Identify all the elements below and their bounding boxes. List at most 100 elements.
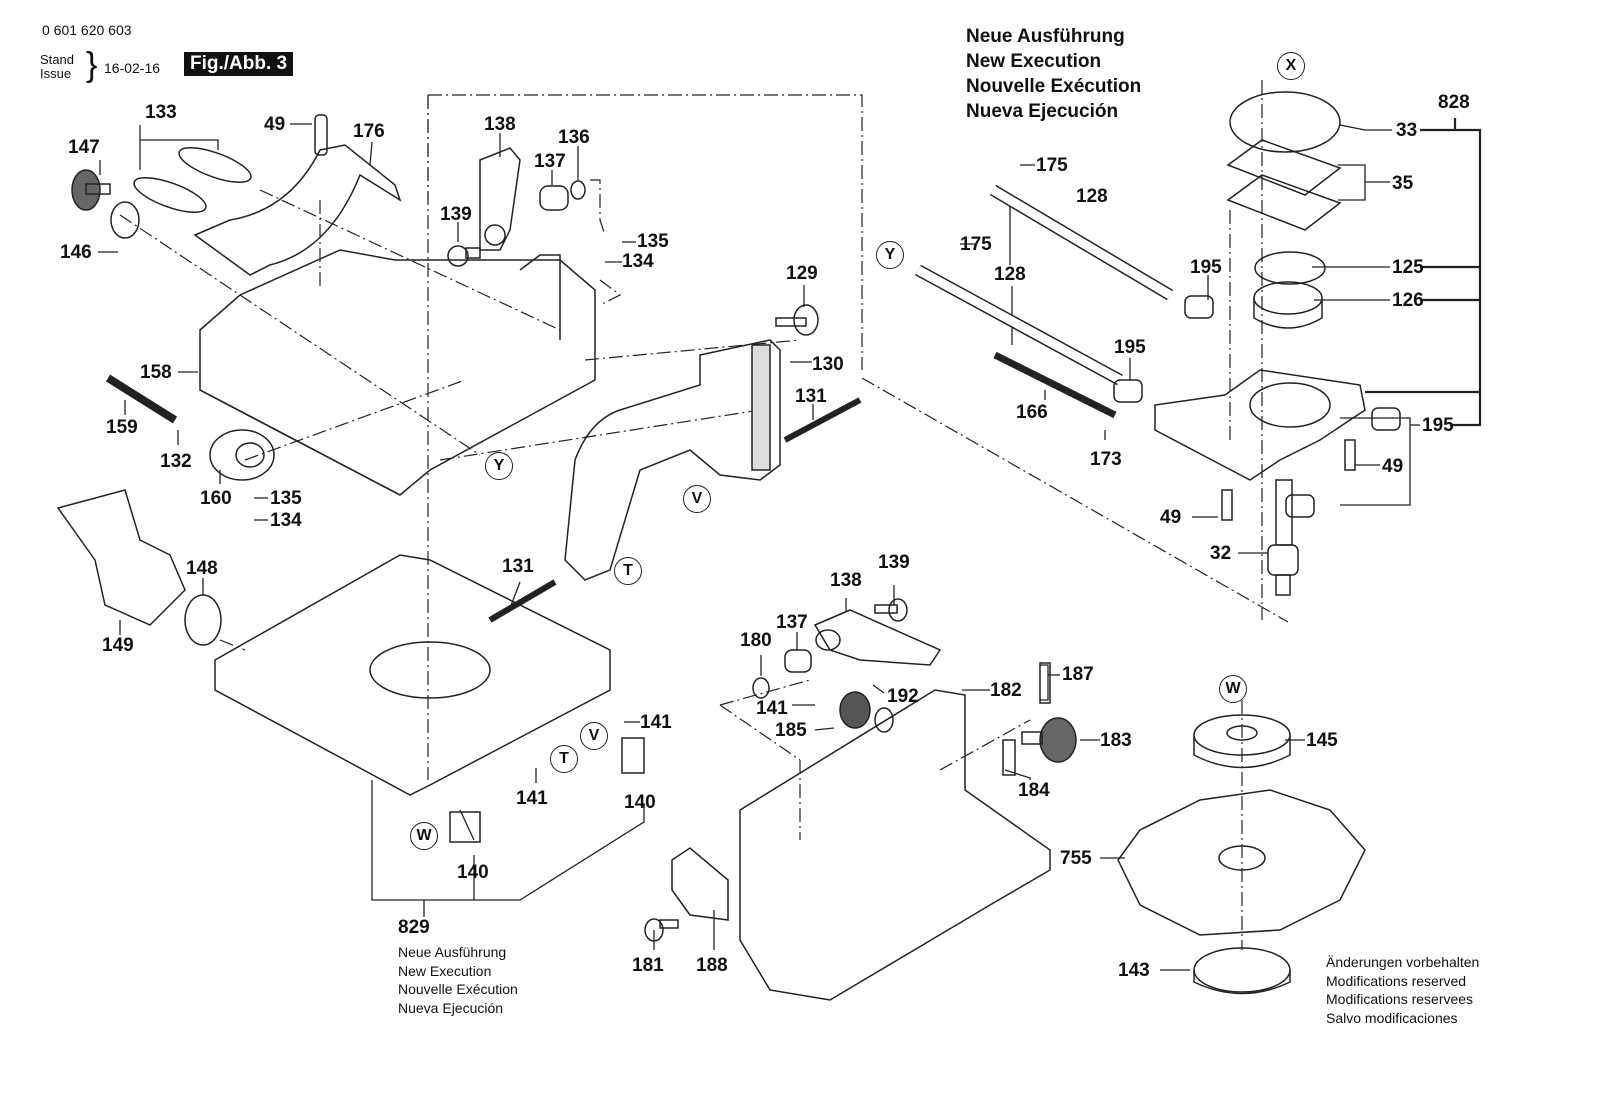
- note-line: Änderungen vorbehalten: [1326, 954, 1480, 970]
- screw-139b-icon: [874, 598, 908, 622]
- marker-t: T: [550, 745, 578, 773]
- screw-49-icon: [1221, 439, 1356, 521]
- part-label: 192: [887, 686, 919, 707]
- screw-139-icon: [447, 245, 481, 267]
- part-label: 128: [1076, 186, 1108, 207]
- part-label: 187: [1062, 664, 1094, 685]
- part-label: 132: [160, 451, 192, 472]
- new-execution-note-bottom: Neue Ausführung New Execution Nouvelle E…: [398, 943, 518, 1017]
- bolt-166-icon: [993, 351, 1117, 419]
- part-label: 134: [622, 251, 654, 272]
- part-label: 49: [1160, 507, 1182, 528]
- part-label: 148: [186, 558, 218, 579]
- part-label: 147: [68, 137, 100, 158]
- part-label: 49: [264, 114, 286, 135]
- part-label: 173: [1090, 449, 1122, 470]
- lever-138b-icon: [813, 609, 942, 666]
- sleeve-137b-icon: [784, 649, 812, 673]
- note-line: Neue Ausführung: [966, 26, 1125, 47]
- gear-housing-icon: [1154, 369, 1366, 481]
- depth-stop-130-icon: [564, 339, 781, 581]
- part-label: 180: [740, 630, 772, 651]
- marker-w: W: [410, 822, 438, 850]
- issue-date: 16-02-16: [104, 60, 161, 76]
- part-label: 137: [776, 612, 808, 633]
- scale-184-icon: [1002, 739, 1016, 776]
- part-label: 33: [1396, 120, 1418, 141]
- note-line: New Execution: [966, 51, 1102, 72]
- part-label: 139: [440, 204, 472, 225]
- knob-icon: [71, 169, 111, 211]
- part-label: 140: [457, 862, 489, 883]
- part-label: 138: [830, 570, 862, 591]
- part-label: 140: [624, 792, 656, 813]
- part-number: 0 601 620 603: [42, 22, 132, 38]
- part-label: 141: [756, 698, 788, 719]
- o-ring-148-icon: [184, 594, 222, 646]
- marker-v: V: [683, 485, 711, 513]
- marker-y: Y: [485, 452, 513, 480]
- o-ring-33-icon: [1229, 91, 1341, 153]
- assembly-829-label: 829: [398, 917, 430, 938]
- base-plate-icon: [214, 554, 611, 796]
- bearing-126-icon: [1253, 281, 1323, 329]
- brace-icon: }: [86, 46, 98, 84]
- stand-label: Stand: [40, 52, 74, 67]
- part-label: 139: [878, 552, 910, 573]
- bolt-181-icon: [644, 918, 679, 942]
- note-line: New Execution: [398, 962, 492, 979]
- part-label: 134: [270, 510, 302, 531]
- leader-lines: [98, 123, 1420, 971]
- bracket-188-icon: [671, 847, 729, 921]
- part-label: 136: [558, 127, 590, 148]
- knob-160-icon: [209, 429, 275, 481]
- gear-185-icon: [839, 691, 871, 729]
- part-label: 135: [270, 488, 302, 509]
- marker-t: T: [614, 557, 642, 585]
- spindle-32-icon: [1267, 479, 1299, 596]
- phantom-lines: [119, 80, 1289, 950]
- note-line: Nouvelle Exécution: [966, 76, 1142, 97]
- washer-136-icon: [570, 180, 586, 200]
- part-label: 141: [640, 712, 672, 733]
- part-label: 158: [140, 362, 172, 383]
- flange-145-icon: [1193, 714, 1291, 769]
- knob-183-icon: [1021, 717, 1077, 763]
- part-label: 32: [1210, 543, 1232, 564]
- part-label: 175: [960, 234, 992, 255]
- part-label: 181: [632, 955, 664, 976]
- cover-176-icon: [193, 144, 402, 276]
- guide-rod-128-icon: [989, 184, 1174, 301]
- part-label: 146: [60, 242, 92, 263]
- note-line: Neue Ausführung: [398, 944, 507, 960]
- part-label: 755: [1060, 848, 1092, 869]
- lever-138-icon: [479, 147, 521, 251]
- part-label: 182: [990, 680, 1022, 701]
- circlip-125-icon: [1254, 251, 1326, 285]
- sleeve-137-icon: [539, 185, 569, 211]
- part-label: 195: [1114, 337, 1146, 358]
- spring-icon: [133, 147, 252, 213]
- guide-rod-128b-icon: [915, 264, 1123, 386]
- part-label: 195: [1190, 257, 1222, 278]
- part-label: 176: [353, 121, 385, 142]
- elbow-149-icon: [56, 489, 186, 626]
- issue-label: Issue: [40, 66, 72, 81]
- part-label: 130: [812, 354, 844, 375]
- washer-192-icon: [874, 707, 894, 733]
- part-label: 175: [1036, 155, 1068, 176]
- housing-158-icon: [199, 249, 596, 496]
- note-line: Salvo modificaciones: [1326, 1009, 1458, 1026]
- blade-755-icon: [1117, 789, 1366, 936]
- figure-badge: Fig./Abb. 3: [184, 52, 294, 76]
- part-label: 160: [200, 488, 232, 509]
- note-line: Nueva Ejecución: [966, 101, 1119, 122]
- marker-x: X: [1277, 52, 1305, 80]
- part-label: 188: [696, 955, 728, 976]
- part-label: 159: [106, 417, 138, 438]
- washer-180-icon: [752, 677, 770, 699]
- bolt-159-icon: [105, 374, 178, 424]
- part-label: 166: [1016, 402, 1048, 423]
- assembly-bracket-828: [1365, 118, 1482, 427]
